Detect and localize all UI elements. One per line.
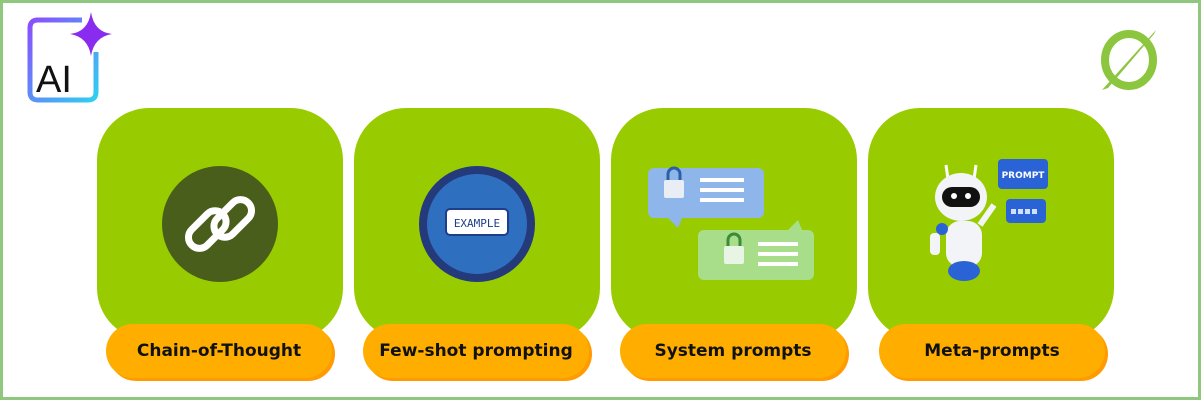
label-few-shot: Few-shot prompting	[363, 324, 589, 378]
robot-icon: PROMPT	[930, 159, 1048, 281]
card-system-prompts	[611, 108, 857, 340]
svg-text:PROMPT: PROMPT	[1002, 171, 1046, 181]
card-few-shot: EXAMPLE	[354, 108, 600, 340]
link-icon	[162, 166, 278, 282]
svg-text:AI: AI	[36, 59, 72, 101]
ai-logo: AI	[27, 12, 112, 103]
card-meta-prompts: PROMPT	[868, 108, 1114, 340]
svg-text:EXAMPLE: EXAMPLE	[454, 217, 500, 230]
label-meta-prompts: Meta-prompts	[879, 324, 1105, 378]
label-system-prompts: System prompts	[620, 324, 846, 378]
card-chain-of-thought	[97, 108, 343, 340]
chat-lock-icon	[648, 166, 814, 280]
example-icon: EXAMPLE	[419, 166, 535, 282]
brand-logo	[1101, 30, 1157, 90]
label-chain-of-thought: Chain-of-Thought	[106, 324, 332, 378]
